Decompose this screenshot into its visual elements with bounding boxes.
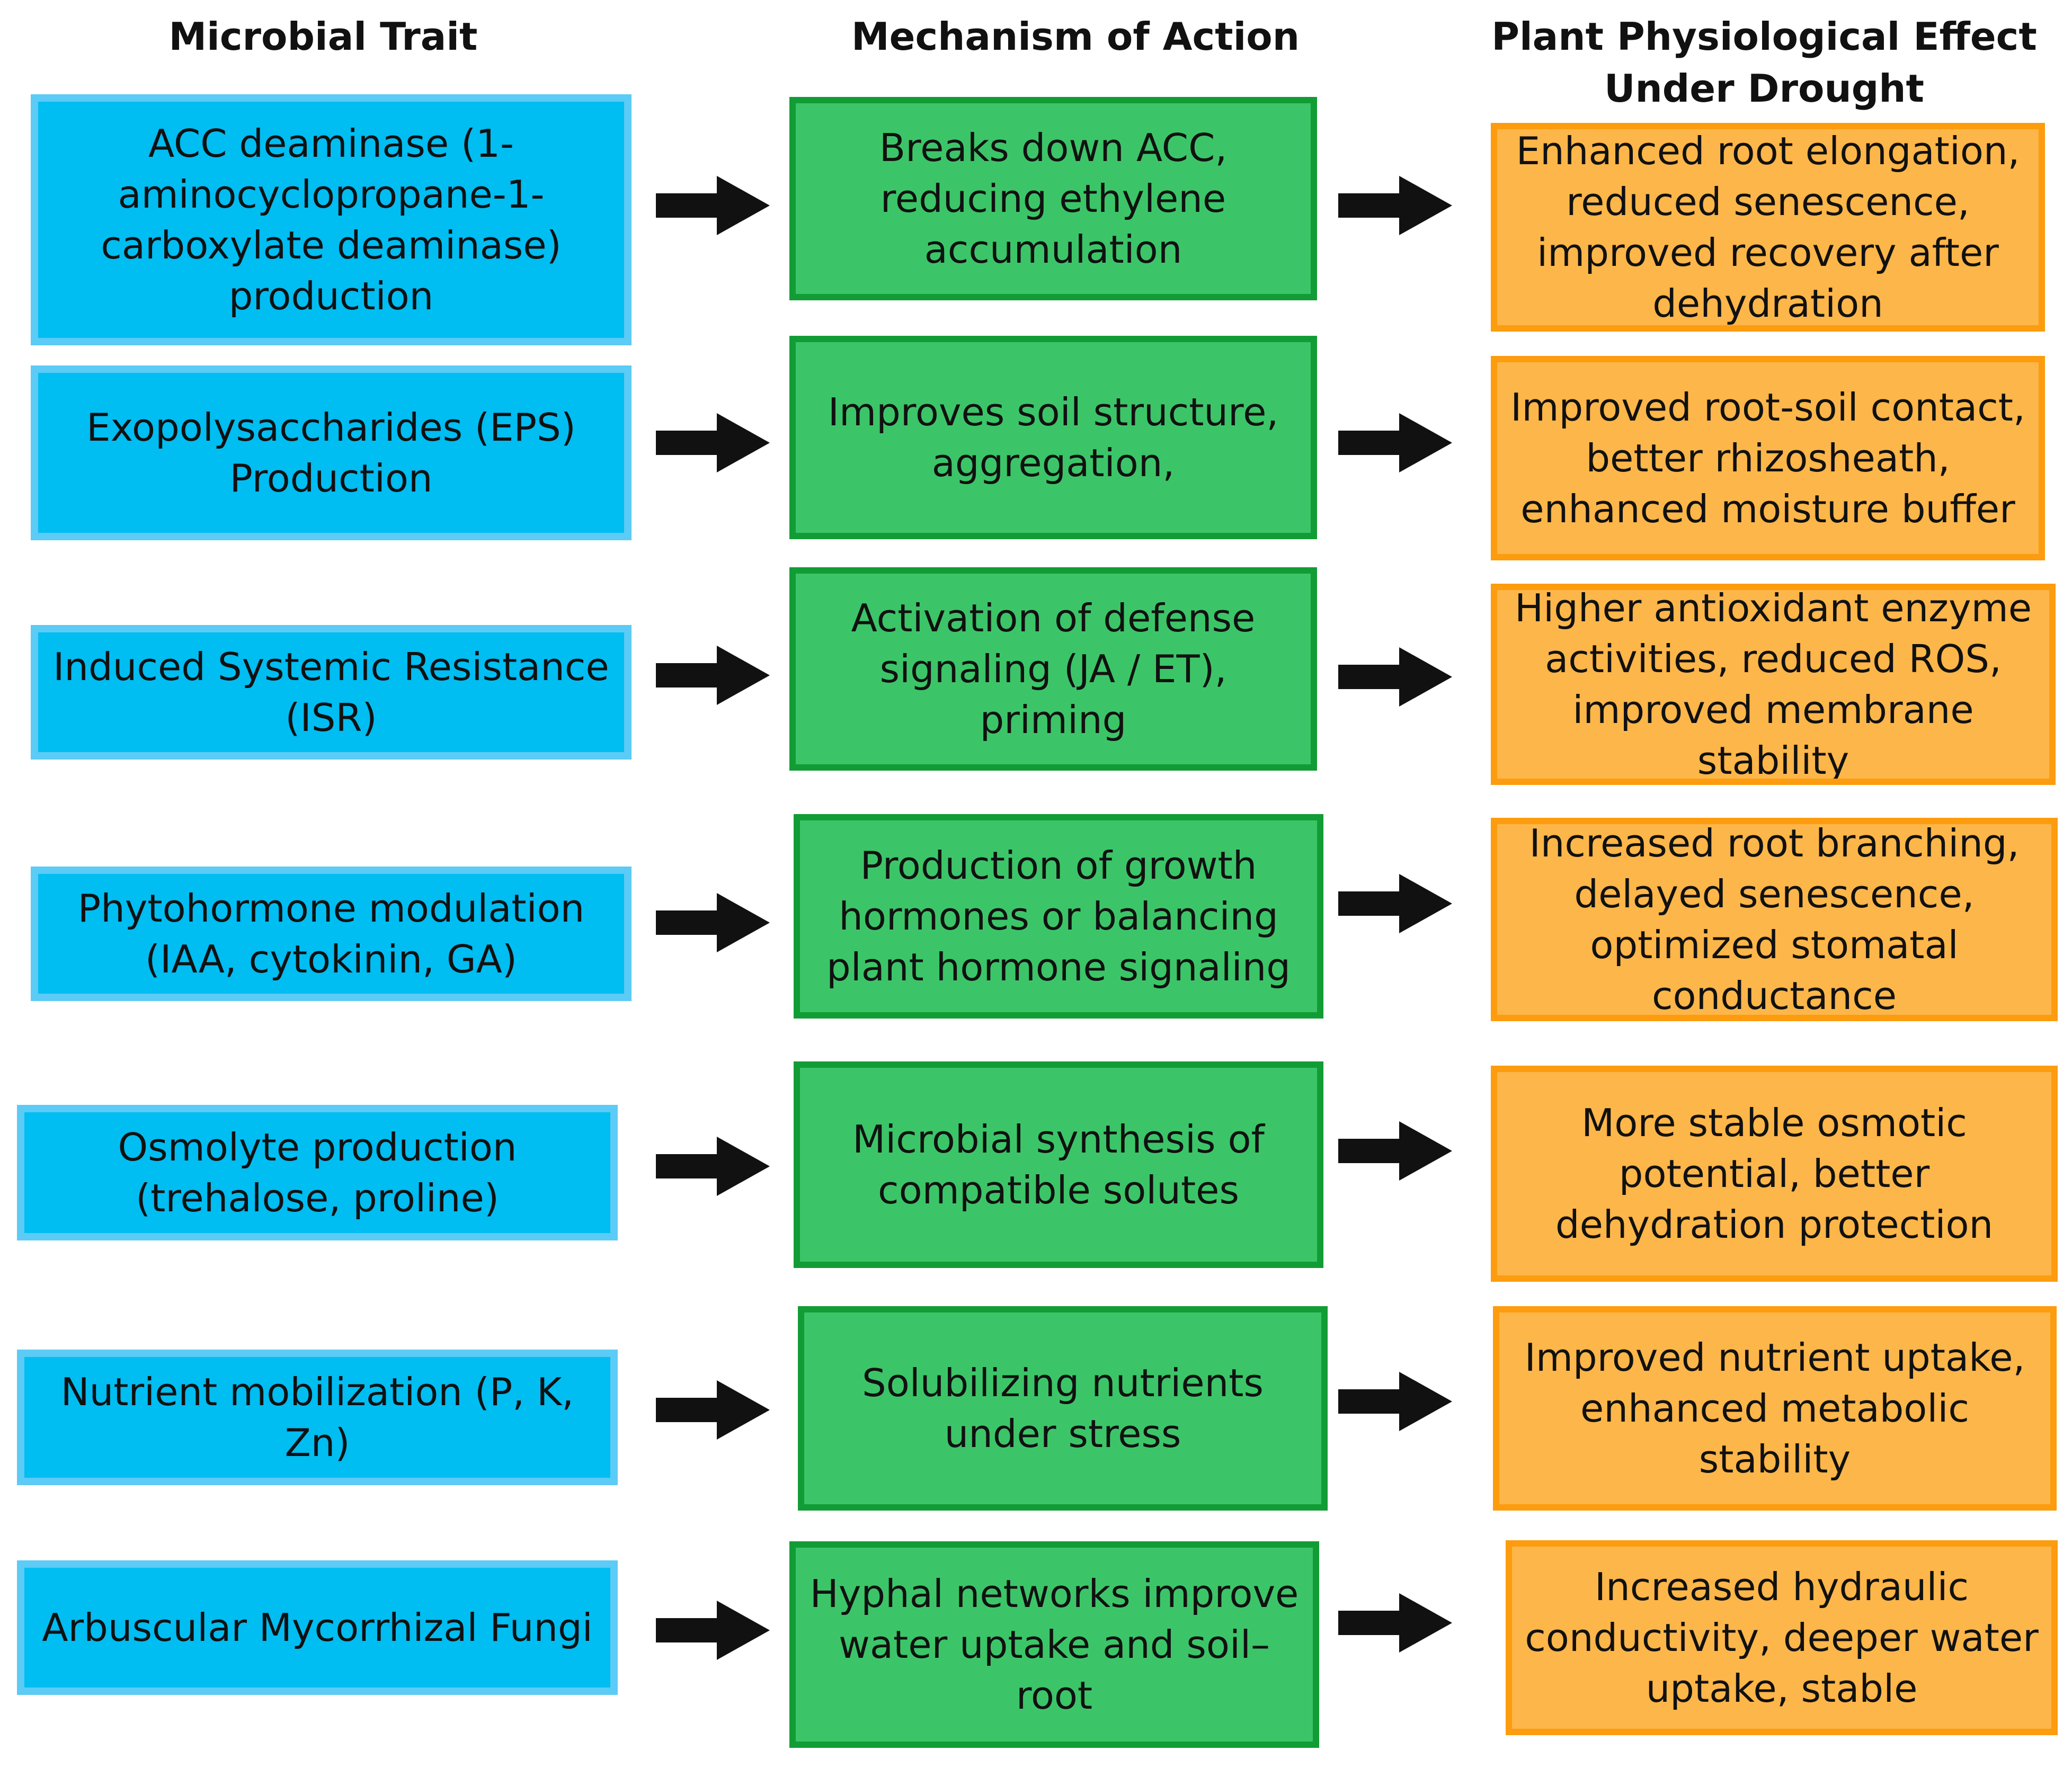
arrow-icon	[1338, 176, 1452, 235]
effect-box-increased-hydraulic-conductivity: Increased hydraulic conductivity, deeper…	[1506, 1540, 2058, 1735]
trait-box-arbuscular-mycorrhizal-fungi: Arbuscular Mycorrhizal Fungi	[17, 1560, 618, 1695]
effect-box-higher-antioxidant-activities: Higher antioxidant enzyme activities, re…	[1491, 584, 2056, 785]
arrow-icon	[656, 1601, 770, 1660]
header-plant-physiological-effect: Plant Physiological Effect Under Drought	[1491, 14, 2037, 111]
arrow-icon	[656, 646, 770, 705]
effect-box-increased-root-branching: Increased root branching, delayed senesc…	[1491, 818, 2058, 1021]
mechanism-box-hyphal-networks: Hyphal networks improve water uptake and…	[789, 1541, 1319, 1748]
mechanism-box-solubilizing-nutrients: Solubilizing nutrients under stress	[798, 1306, 1328, 1511]
arrow-icon	[656, 413, 770, 472]
effect-box-improved-root-soil-contact: Improved root-soil contact, better rhizo…	[1491, 356, 2045, 560]
trait-box-acc-deaminase: ACC deaminase (1-aminocyclopropane-1-car…	[31, 94, 632, 345]
header-microbial-trait: Microbial Trait	[168, 14, 478, 59]
arrow-icon	[656, 1380, 770, 1440]
mechanism-box-production-of-growth-hormones: Production of growth hormones or balanci…	[794, 814, 1323, 1019]
arrow-icon	[1338, 1372, 1452, 1431]
effect-box-more-stable-osmotic-potential: More stable osmotic potential, better de…	[1491, 1066, 2058, 1282]
trait-box-nutrient-mobilization: Nutrient mobilization (P, K, Zn)	[17, 1350, 618, 1485]
arrow-icon	[1338, 1121, 1452, 1181]
arrow-icon	[656, 893, 770, 952]
arrow-icon	[656, 176, 770, 235]
effect-box-improved-nutrient-uptake: Improved nutrient uptake, enhanced metab…	[1493, 1306, 2057, 1511]
mechanism-box-activation-of-defense-signaling: Activation of defense signaling (JA / ET…	[789, 567, 1317, 771]
arrow-icon	[656, 1137, 770, 1196]
mechanism-box-breaks-down-acc: Breaks down ACC, reducing ethylene accum…	[789, 97, 1317, 300]
arrow-icon	[1338, 647, 1452, 707]
trait-box-phytohormone-modulation: Phytohormone modulation (IAA, cytokinin,…	[31, 867, 632, 1001]
arrow-icon	[1338, 874, 1452, 933]
mechanism-box-improves-soil-structure: Improves soil structure, aggregation,	[789, 336, 1317, 539]
trait-box-osmolyte-production: Osmolyte production (trehalose, proline)	[17, 1105, 618, 1240]
arrow-icon	[1338, 413, 1452, 472]
arrow-icon	[1338, 1593, 1452, 1653]
mechanism-box-microbial-synthesis-of-solutes: Microbial synthesis of compatible solute…	[794, 1061, 1323, 1268]
effect-box-enhanced-root-elongation: Enhanced root elongation, reduced senesc…	[1491, 123, 2045, 332]
header-mechanism-of-action: Mechanism of Action	[851, 14, 1300, 59]
trait-box-exopolysaccharides: Exopolysaccharides (EPS) Production	[31, 365, 632, 540]
trait-box-induced-systemic-resistance: Induced Systemic Resistance (ISR)	[31, 625, 632, 760]
